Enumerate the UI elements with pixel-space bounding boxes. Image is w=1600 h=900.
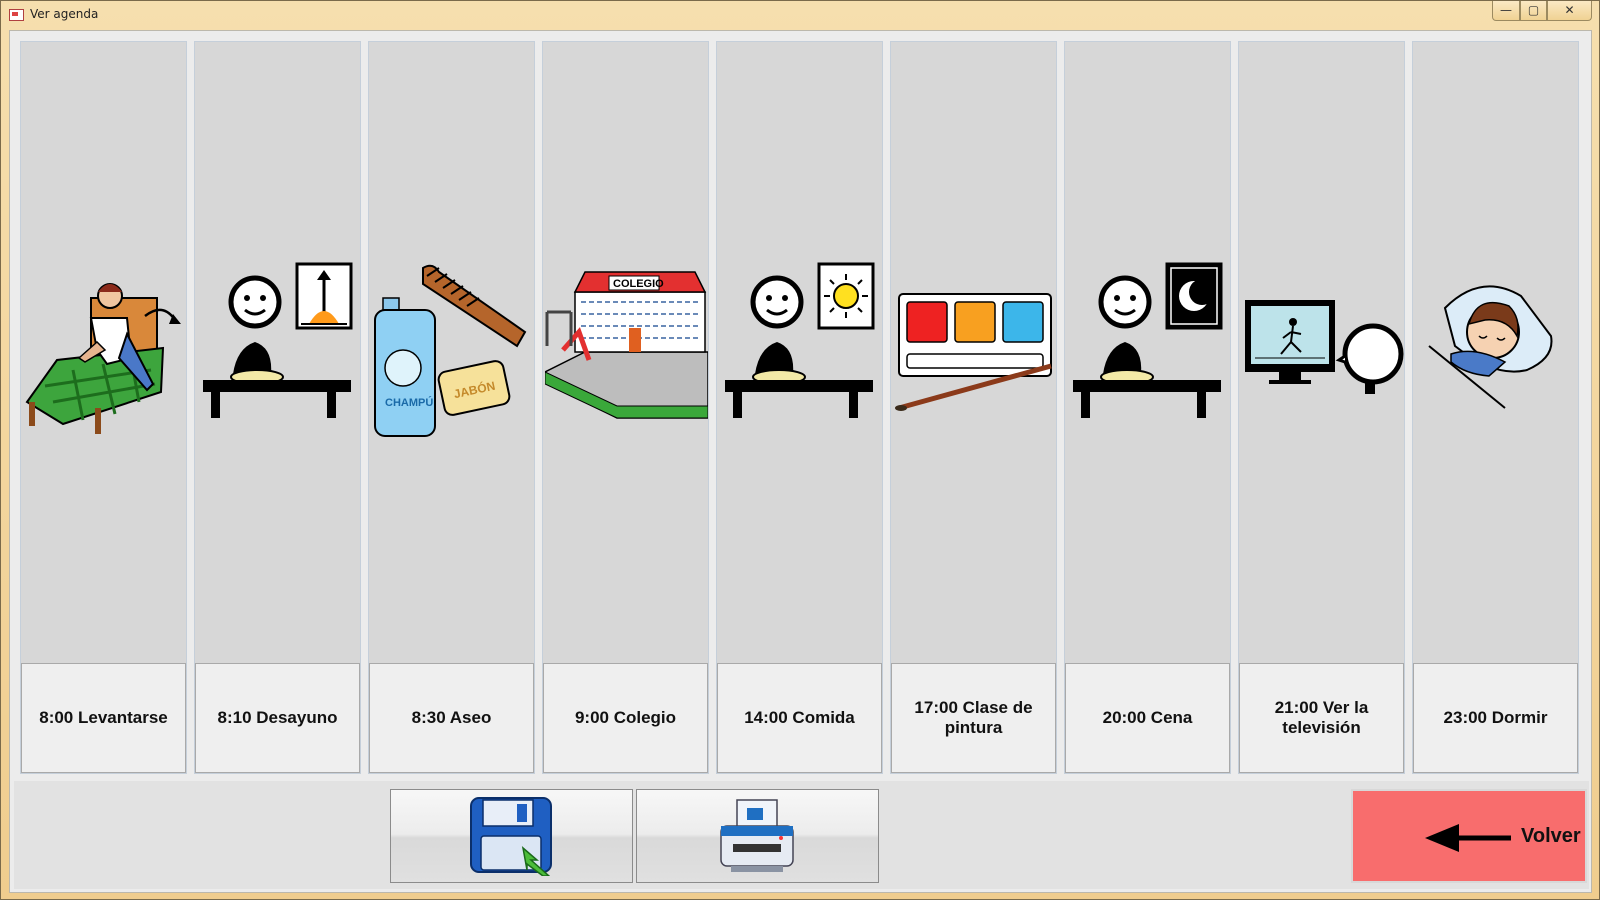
- arrow-left-icon: [1425, 824, 1511, 852]
- sleep-icon: [1415, 262, 1578, 447]
- champu-text: CHAMPÚ: [385, 396, 433, 409]
- printer-icon: [720, 799, 794, 872]
- bottom-toolbar: Volver: [14, 781, 1589, 889]
- schedule-item-cena[interactable]: 20:00 Cena: [1064, 41, 1231, 774]
- print-button[interactable]: [636, 789, 879, 883]
- schedule-item-ver-la-television[interactable]: 21:00 Ver la televisión: [1238, 41, 1405, 774]
- schedule-item-aseo[interactable]: CHAMPÚ JABÓN 8:30 Aseo: [368, 41, 535, 774]
- dinner-icon: [1067, 262, 1230, 447]
- save-button[interactable]: [390, 789, 633, 883]
- back-button[interactable]: Volver: [1351, 789, 1587, 883]
- back-label: Volver: [1521, 825, 1581, 847]
- window-title: Ver agenda: [30, 7, 99, 21]
- agenda-view: 8:00 Levantarse: [9, 30, 1592, 893]
- schedule-item-label: 20:00 Cena: [1065, 663, 1230, 773]
- minimize-button[interactable]: —: [1492, 1, 1520, 21]
- schedule-item-label: 8:00 Levantarse: [21, 663, 186, 773]
- schedule-item-colegio[interactable]: COLEGIO 9:00 Colegio: [542, 41, 709, 774]
- schedule-item-comida[interactable]: 14:00 Comida: [716, 41, 883, 774]
- save-floppy-icon: [470, 797, 552, 876]
- school-icon: COLEGIO: [544, 262, 709, 447]
- breakfast-icon: [197, 262, 360, 447]
- schedule-item-label: 23:00 Dormir: [1413, 663, 1578, 773]
- schedule-item-label: 17:00 Clase de pintura: [891, 663, 1056, 773]
- lunch-icon: [719, 262, 882, 447]
- schedule-item-clase-de-pintura[interactable]: 17:00 Clase de pintura: [890, 41, 1057, 774]
- close-button[interactable]: ✕: [1547, 1, 1592, 21]
- painting-class-icon: [893, 262, 1056, 447]
- schedule-item-label: 21:00 Ver la televisión: [1239, 663, 1404, 773]
- schedule-item-desayuno[interactable]: 8:10 Desayuno: [194, 41, 361, 774]
- schedule-columns: 8:00 Levantarse: [20, 41, 1582, 774]
- schedule-item-label: 14:00 Comida: [717, 663, 882, 773]
- app-icon: [9, 9, 24, 21]
- get-up-icon: [23, 262, 186, 447]
- schedule-item-label: 8:10 Desayuno: [195, 663, 360, 773]
- colegio-text: COLEGIO: [613, 278, 664, 290]
- schedule-item-label: 9:00 Colegio: [543, 663, 708, 773]
- schedule-item-dormir[interactable]: 23:00 Dormir: [1412, 41, 1579, 774]
- hygiene-icon: CHAMPÚ JABÓN: [371, 262, 534, 447]
- maximize-button[interactable]: ▢: [1520, 1, 1547, 21]
- schedule-item-label: 8:30 Aseo: [369, 663, 534, 773]
- watch-tv-icon: [1241, 262, 1404, 447]
- title-bar[interactable]: Ver agenda — ▢ ✕: [1, 1, 1599, 30]
- schedule-item-levantarse[interactable]: 8:00 Levantarse: [20, 41, 187, 774]
